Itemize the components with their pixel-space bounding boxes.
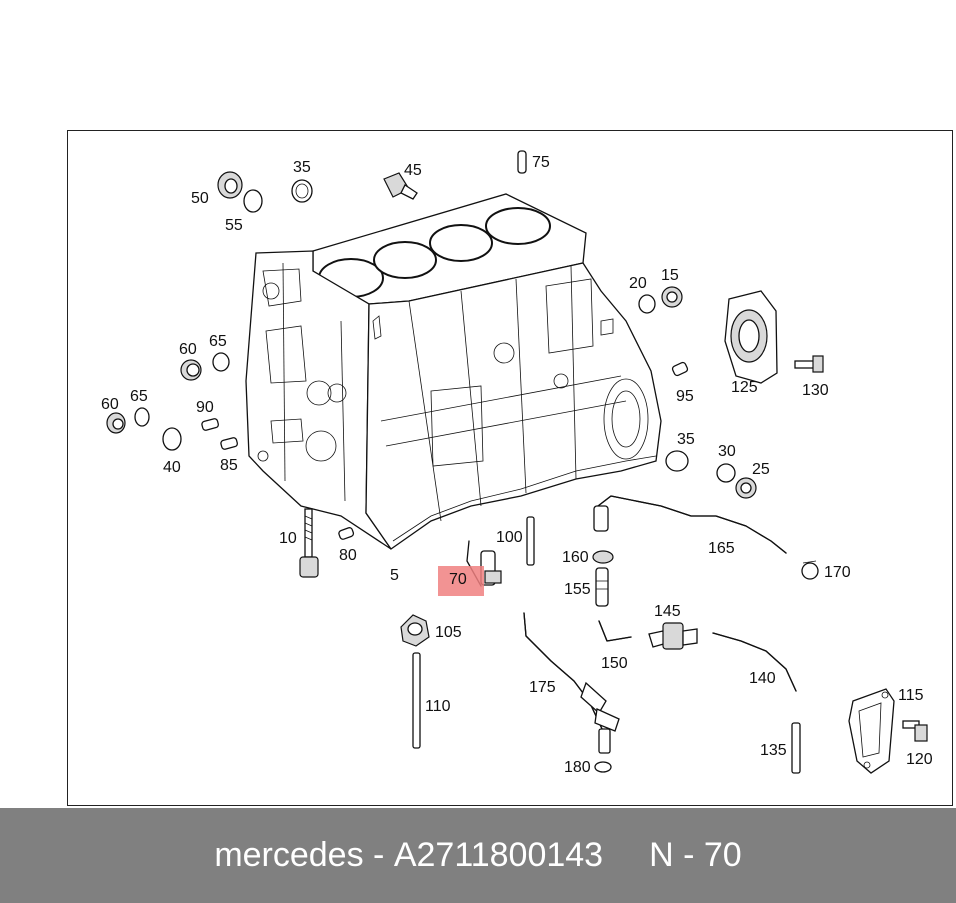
callout-label: 155 xyxy=(564,581,591,598)
callout-label: 40 xyxy=(163,459,181,476)
callout-label: 35 xyxy=(293,159,311,176)
callout-label: 20 xyxy=(629,275,647,292)
callout-label: 170 xyxy=(824,564,851,581)
part-drawings xyxy=(106,150,928,774)
callout-label: 140 xyxy=(749,670,776,687)
callout-label: 5 xyxy=(390,567,399,584)
callout-label: 10 xyxy=(279,530,297,547)
callout-label: 15 xyxy=(661,267,679,284)
callout-label: 115 xyxy=(898,687,924,704)
engine-block-drawing xyxy=(245,193,662,550)
callout-label: 100 xyxy=(496,529,523,546)
brand-name: mercedes xyxy=(214,836,364,874)
callout-label: 60 xyxy=(179,341,197,358)
highlighted-callout: 70 xyxy=(449,571,467,588)
callout-label: 65 xyxy=(130,388,148,405)
callout-label: 95 xyxy=(676,388,694,405)
callout-label: 65 xyxy=(209,333,227,350)
callout-label: 85 xyxy=(220,457,238,474)
callout-label: 35 xyxy=(677,431,695,448)
callout-label: 30 xyxy=(718,443,736,460)
caption-bar: mercedes - A2711800143 N - 70 xyxy=(0,808,956,903)
callout-label: 80 xyxy=(339,547,357,564)
callout-label: 25 xyxy=(752,461,770,478)
callout-label: 135 xyxy=(760,742,787,759)
callout-label: 60 xyxy=(101,396,119,413)
diagram-position: N - 70 xyxy=(649,836,742,874)
caption-separator: - xyxy=(373,836,385,874)
parts-diagram: 35 45 75 50 55 20 15 60 65 125 130 60 65… xyxy=(67,130,953,806)
callout-label: 160 xyxy=(562,549,589,566)
callout-labels: 35 45 75 50 55 20 15 60 65 125 130 60 65… xyxy=(101,154,933,776)
callout-label: 120 xyxy=(906,751,933,768)
callout-label: 110 xyxy=(425,698,451,715)
callout-label: 130 xyxy=(802,382,829,399)
highlight-box xyxy=(438,566,484,596)
callout-label: 50 xyxy=(191,190,209,207)
callout-label: 45 xyxy=(404,162,422,179)
callout-label: 145 xyxy=(654,603,681,620)
part-number: A2711800143 xyxy=(393,836,604,874)
callout-label: 105 xyxy=(435,624,462,641)
callout-label: 150 xyxy=(601,655,628,672)
callout-label: 180 xyxy=(564,759,591,776)
callout-label: 165 xyxy=(708,540,735,557)
callout-label: 75 xyxy=(532,154,550,171)
callout-label: 90 xyxy=(196,399,214,416)
callout-label: 125 xyxy=(731,379,758,396)
engine-block-exploded-view: 35 45 75 50 55 20 15 60 65 125 130 60 65… xyxy=(101,150,933,776)
callout-label: 55 xyxy=(225,217,243,234)
oil-spray-nozzle xyxy=(466,540,502,587)
callout-label: 175 xyxy=(529,679,556,696)
